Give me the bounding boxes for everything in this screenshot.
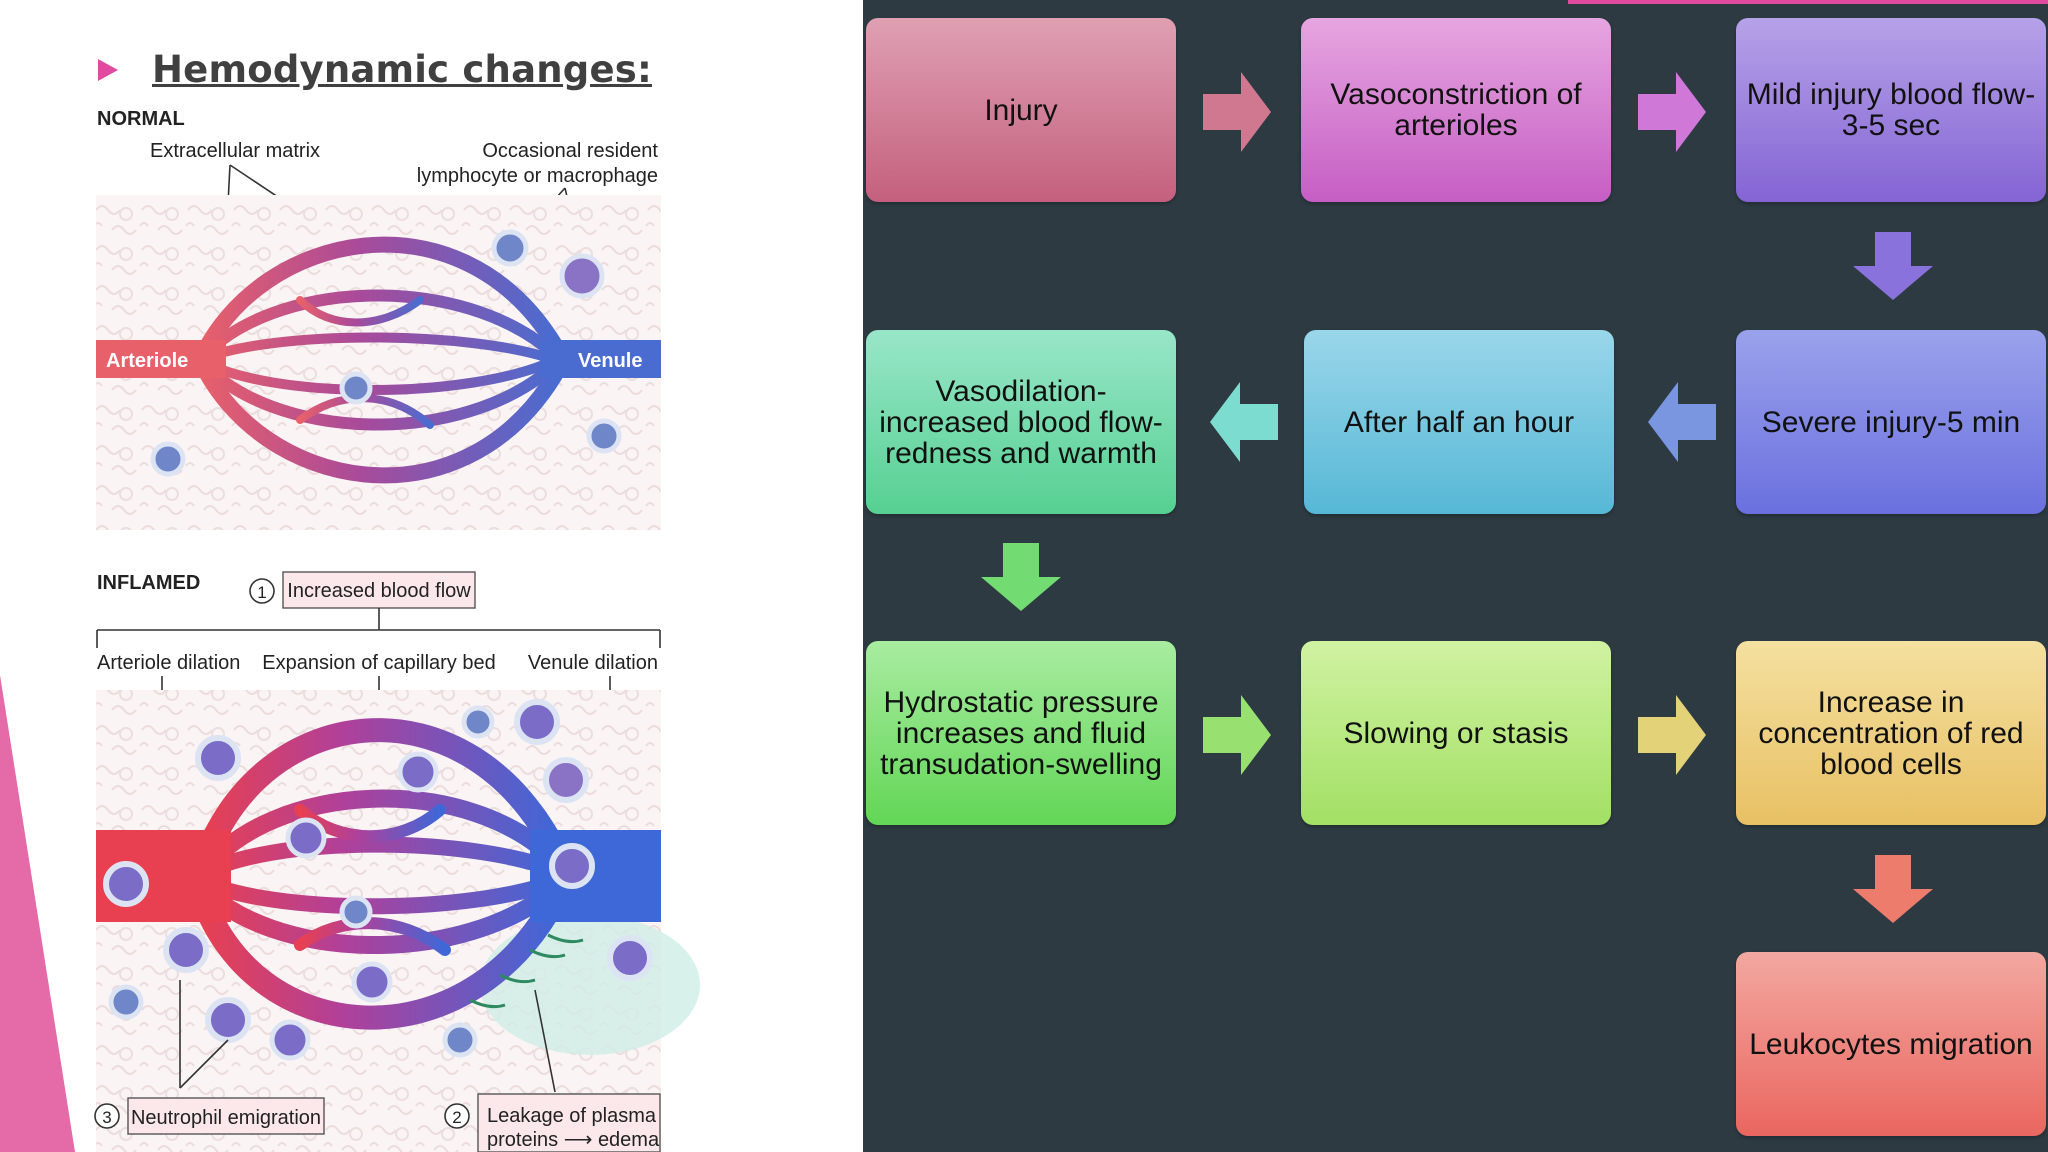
resident-cell-label-line1: Occasional resident [482,140,658,162]
step3-box [127,1097,325,1135]
step2-badge [444,1103,470,1129]
step1-box [282,571,476,609]
figure-panel: Hemodynamic changes: NORMAL Extracellula… [0,0,863,1152]
step1-number: 1 [257,583,266,602]
step1-label: Increased blood flow [287,580,471,602]
step2-box [477,1093,661,1152]
bullet-arrow-icon [98,58,118,81]
resident-cell-label-line2: lymphocyte or macrophage [417,165,658,187]
flow-box-rbc-concentration: Increase in concentration of red blood c… [1736,641,2046,825]
venule-label: Venule [578,350,642,372]
leakage-arrows [469,933,584,1009]
flow-box-text: Injury [984,93,1058,127]
top-accent-bar [1568,0,2048,4]
left-arrow-icon [1648,382,1716,462]
flow-box-text: Severe injury-5 min [1761,405,2021,439]
step3-label: Neutrophil emigration [131,1107,321,1129]
inflamed-vessel-network [188,718,572,1030]
right-arrow-icon [1203,695,1271,775]
normal-cells [150,229,622,477]
arteriole-label: Arteriole [106,350,188,372]
step1-badge [249,578,275,604]
inflamed-cells [103,699,653,1061]
flow-box-stasis: Slowing or stasis [1301,641,1611,825]
down-arrow-icon [1853,232,1933,300]
step2-label-line1: Leakage of plasma [487,1105,657,1127]
pink-accent-strip [0,675,75,1152]
inflamed-bottom-leaders [179,980,556,1093]
edema-region [480,915,700,1055]
flow-box-text: Slowing or stasis [1343,716,1569,750]
flow-box-severe-injury: Severe injury-5 min [1736,330,2046,514]
flow-box-text: Increase in concentration of red blood c… [1758,685,2024,781]
arteriole-normal [96,340,226,378]
flow-box-text: After half an hour [1343,405,1575,439]
flow-box-half-hour: After half an hour [1304,330,1614,514]
flow-box-mild-injury: Mild injury blood flow-3-5 sec [1736,18,2046,202]
flow-box-text: Leukocytes migration [1749,1027,2033,1061]
right-arrow-icon [1638,695,1706,775]
flowchart-panel: Injury Vasoconstriction of arterioles Mi… [863,0,2048,1152]
step3-number: 3 [102,1108,111,1127]
slide-heading: Hemodynamic changes: [98,48,652,91]
flow-box-vasodilation: Vasodilation-increased blood flow-rednes… [866,330,1176,514]
right-arrow-icon [1203,72,1271,152]
bracket-lines [96,608,661,648]
venule-dilated [530,830,661,922]
flow-box-text: Hydrostatic pressure increases and fluid… [880,685,1162,781]
flow-box-leukocytes: Leukocytes migration [1736,952,2046,1136]
down-arrow-icon [981,543,1061,611]
step2-label-line2: proteins ⟶ edema [487,1129,660,1151]
capillary-expansion-label: Expansion of capillary bed [262,652,495,674]
flow-box-text: Vasoconstriction of arterioles [1330,78,1582,142]
normal-label: NORMAL [97,108,185,130]
right-arrow-icon [1638,72,1706,152]
left-arrow-icon [1210,382,1278,462]
flow-box-text: Vasodilation-increased blood flow-rednes… [879,374,1163,470]
flow-box-text: Mild injury blood flow-3-5 sec [1746,78,2036,142]
heading-text: Hemodynamic changes: [152,48,652,91]
flow-box-vasoconstriction: Vasoconstriction of arterioles [1301,18,1611,202]
flow-box-hydrostatic: Hydrostatic pressure increases and fluid… [866,641,1176,825]
step2-number: 2 [452,1108,461,1127]
step3-badge [94,1103,120,1129]
extracellular-matrix-label: Extracellular matrix [150,140,320,162]
arteriole-dilation-label: Arteriole dilation [97,652,240,674]
inflamed-label: INFLAMED [97,572,200,594]
venule-dilation-label: Venule dilation [528,652,658,674]
down-arrow-icon [1853,855,1933,923]
flow-box-injury: Injury [866,18,1176,202]
venule-normal [540,340,661,378]
vascular-diagram: NORMAL Extracellular matrix Occasional r… [94,108,700,1152]
